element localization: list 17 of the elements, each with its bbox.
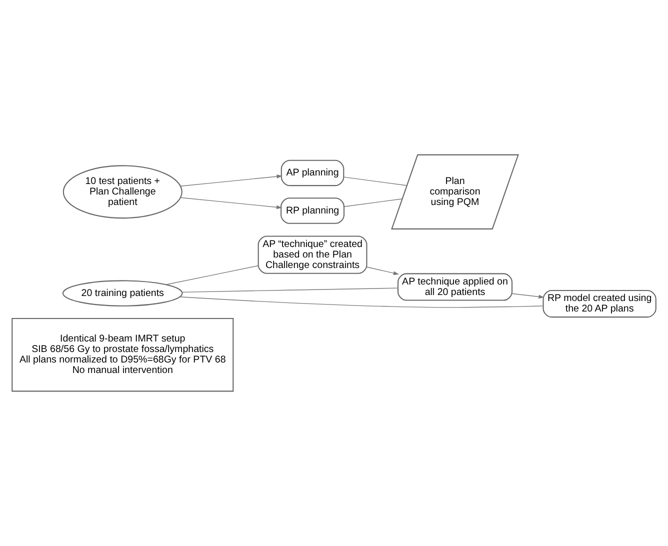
connector [166, 265, 259, 285]
arrow [180, 197, 282, 210]
arrow [512, 293, 544, 299]
node-box: AP planning [280, 160, 344, 186]
node-box: AP “technique” created based on the Plan Challenge constraints [258, 236, 368, 274]
connector [343, 176, 408, 186]
node-ellipse: 20 training patients [62, 280, 183, 306]
node-ellipse: 10 test patients + Plan Challenge patient [62, 165, 182, 219]
connector [180, 296, 544, 308]
node-box: AP technique applied on all 20 patients [397, 273, 513, 301]
arrow [366, 266, 400, 276]
arrow [180, 174, 282, 186]
connector [182, 288, 398, 293]
node-box: RP planning [280, 198, 345, 224]
connector [344, 198, 402, 207]
node-box: Identical 9-beam IMRT setup SIB 68/56 Gy to prostate fossa/lymphatics All plans normalized to D95%=68Gy for PTV 68 No manual intervention [12, 318, 234, 392]
node-box: RP model created using the 20 AP plans [542, 290, 656, 318]
